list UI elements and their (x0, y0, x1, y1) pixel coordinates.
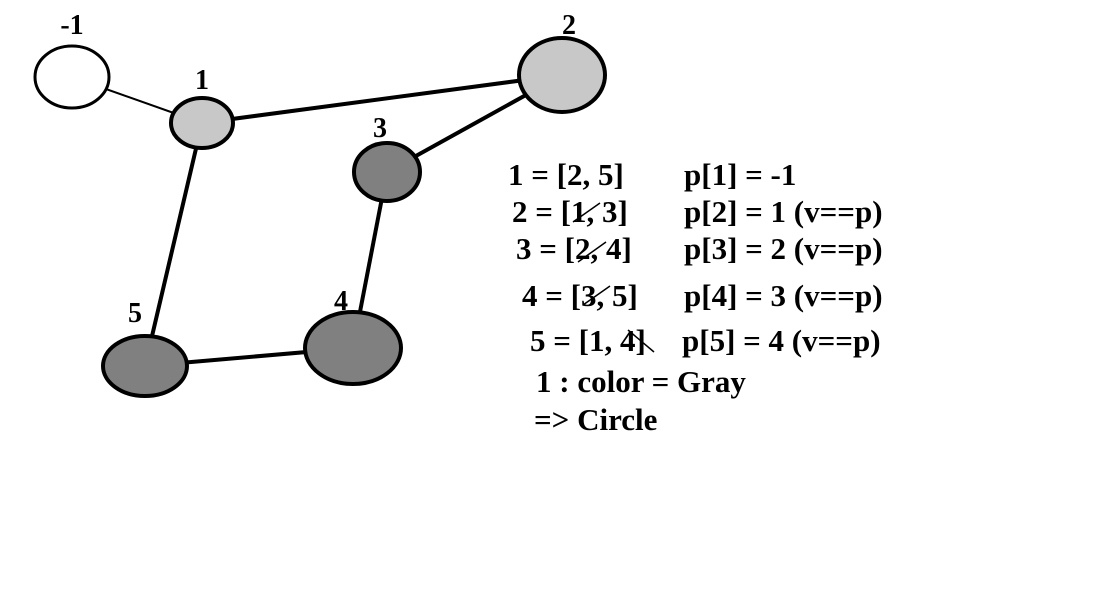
node-n3 (352, 141, 422, 203)
node-label-n4: 4 (334, 286, 348, 317)
node-label-n-1: -1 (60, 10, 83, 41)
parent-line-4: p[4] = 3 (v==p) (684, 278, 883, 313)
parent-line-1: p[1] = -1 (684, 157, 797, 192)
parent-line-2: p[2] = 1 (v==p) (684, 194, 883, 229)
node-n-1 (33, 44, 111, 110)
result-line: => Circle (534, 402, 658, 437)
adjacency-line-2: 2 = [1, 3] (512, 194, 628, 229)
node-n1 (169, 96, 235, 150)
adjacency-line-5: 5 = [1, 4] (530, 323, 646, 358)
node-label-n1: 1 (195, 65, 209, 96)
adjacency-line-4: 4 = [3, 5] (522, 278, 638, 313)
node-label-n2: 2 (562, 10, 576, 41)
parent-line-3: p[3] = 2 (v==p) (684, 231, 883, 266)
node-n5 (101, 334, 189, 398)
graph-nodes: -1 1 2 3 4 5 (33, 10, 607, 398)
node-n2 (517, 36, 607, 114)
color-line: 1 : color = Gray (536, 364, 746, 399)
adjacency-line-3: 3 = [2, 4] (516, 231, 632, 266)
node-label-n5: 5 (128, 298, 142, 329)
adjacency-line-1: 1 = [2, 5] (508, 157, 624, 192)
edge-n1-n5 (143, 122, 204, 367)
node-label-n3: 3 (373, 113, 387, 144)
parent-line-5: p[5] = 4 (v==p) (682, 323, 881, 358)
node-n4 (303, 310, 403, 386)
edge-n1-n2 (201, 73, 563, 125)
